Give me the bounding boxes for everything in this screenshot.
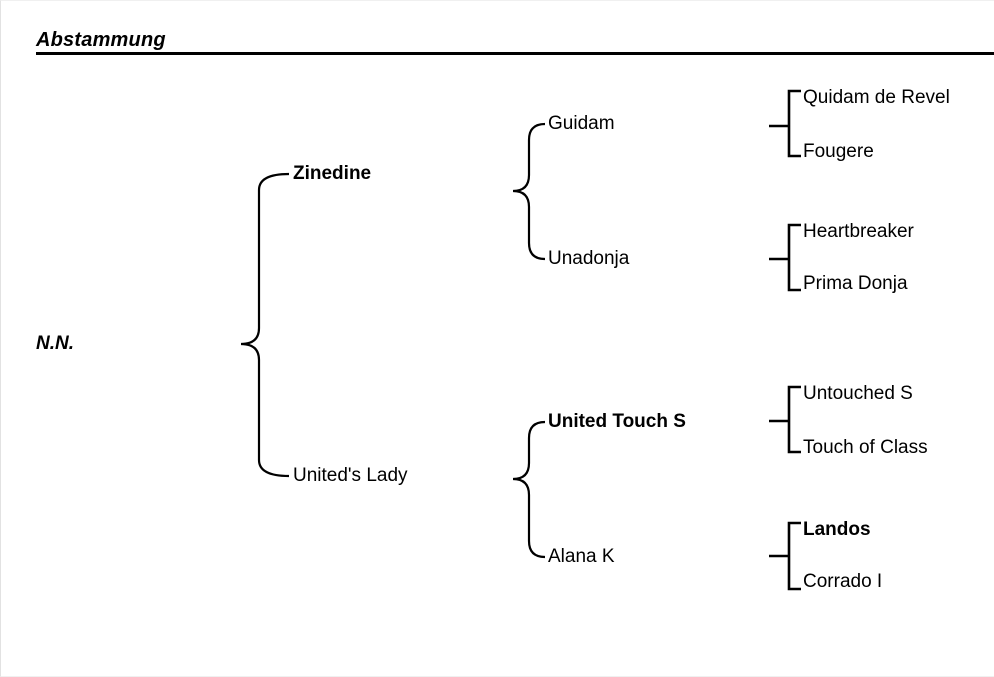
brace-sire-connector bbox=[512, 122, 546, 261]
pedigree-node-sd-sire[interactable]: Heartbreaker bbox=[803, 221, 915, 242]
pedigree-node-sire-dam[interactable]: Unadonja bbox=[548, 248, 630, 269]
pedigree-node-ss-dam[interactable]: Fougere bbox=[803, 141, 874, 162]
pedigree-node-dd-sire[interactable]: Landos bbox=[803, 519, 871, 540]
pedigree-node-dam-dam[interactable]: Alana K bbox=[548, 546, 615, 567]
pedigree-node-dam-sire[interactable]: United Touch S bbox=[548, 411, 686, 432]
pedigree-node-ss-sire[interactable]: Quidam de Revel bbox=[803, 87, 950, 108]
root-brace-connector bbox=[240, 172, 290, 478]
pedigree-node-sire-sire[interactable]: Guidam bbox=[548, 113, 615, 134]
brace-dam-connector bbox=[512, 420, 546, 559]
pedigree-node-ds-dam[interactable]: Touch of Class bbox=[803, 437, 928, 458]
bracket-ss-connector bbox=[769, 89, 801, 158]
page-header: Abstammung bbox=[1, 1, 994, 59]
bracket-ds-connector bbox=[769, 385, 801, 454]
pedigree-node-ds-sire[interactable]: Untouched S bbox=[803, 383, 913, 404]
page-title: Abstammung bbox=[36, 29, 166, 51]
pedigree-node-root[interactable]: N.N. bbox=[36, 333, 74, 354]
bracket-sd-connector bbox=[769, 223, 801, 292]
connector-lines-group bbox=[240, 89, 801, 591]
pedigree-node-sd-dam[interactable]: Prima Donja bbox=[803, 273, 908, 294]
pedigree-node-dd-dam[interactable]: Corrado I bbox=[803, 571, 882, 592]
pedigree-node-sire[interactable]: Zinedine bbox=[293, 163, 371, 184]
bracket-dd-connector bbox=[769, 521, 801, 591]
pedigree-node-dam[interactable]: United's Lady bbox=[293, 465, 408, 486]
title-underline-rule bbox=[36, 52, 994, 55]
